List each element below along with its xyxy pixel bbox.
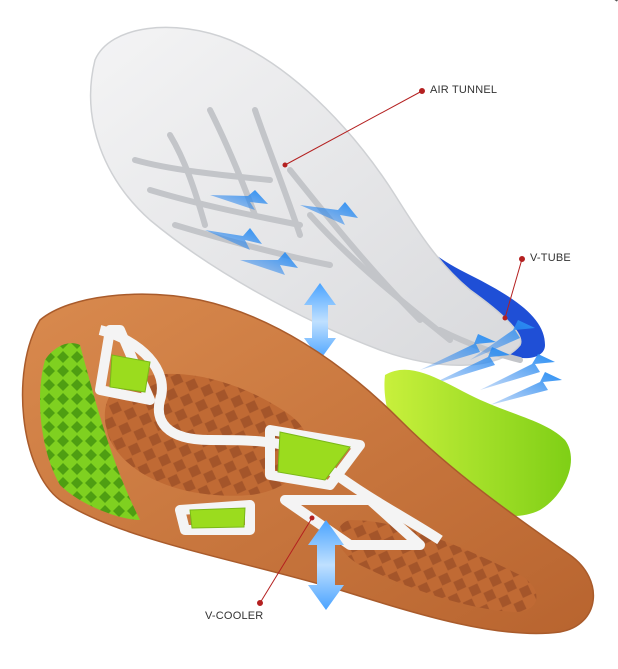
air-tunnel-grid — [132, 107, 523, 363]
callout-label-v-tube: V-TUBE — [530, 252, 571, 264]
airflow-arrow-vertical-lower — [308, 520, 344, 610]
callout-label-air-tunnel: AIR TUNNEL — [430, 84, 498, 96]
airflow-arrow-vertical-upper — [304, 283, 336, 360]
callout-lines — [257, 88, 525, 606]
callout-label-v-cooler: V-COOLER — [205, 610, 264, 622]
airflow-arrows-insole — [205, 190, 562, 405]
v-tube-band — [395, 200, 545, 359]
outsole-green-edge — [40, 343, 140, 520]
insole — [89, 26, 522, 366]
outsole-green-windows — [109, 354, 351, 529]
